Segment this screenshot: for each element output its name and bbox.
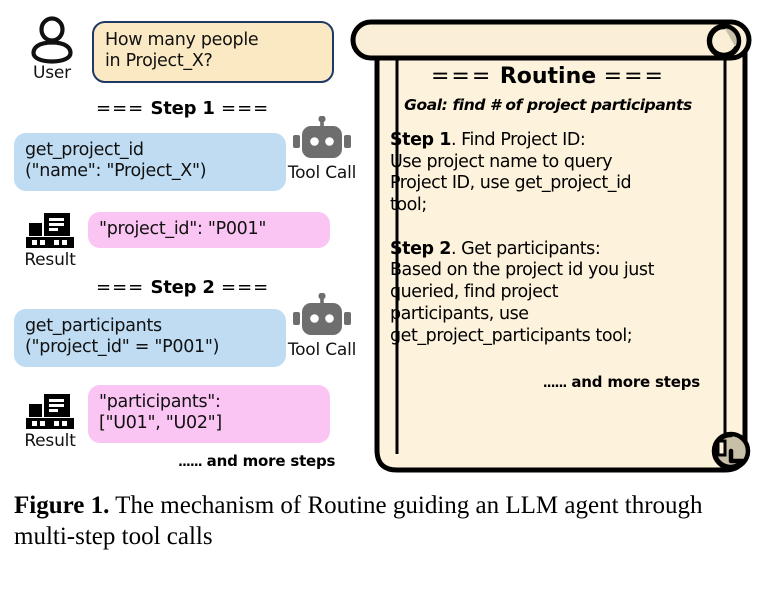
figure-caption-label: Figure 1. — [14, 492, 110, 519]
tool-call-icon-label-step-2: Tool Call — [287, 340, 357, 360]
routine-step-1-lead: Step 1 — [390, 130, 451, 150]
routine-step-2-title: . Get participants: — [450, 238, 601, 259]
conversation-column: User How many people in Project_X? === S… — [0, 0, 356, 480]
routine-title: === Routine === — [390, 64, 706, 89]
user-message-bubble: How many people in Project_X? — [92, 21, 334, 83]
database-icon — [14, 386, 86, 432]
result-icon-block-step-1: Result — [14, 205, 86, 269]
step-2-header-suffix: === — [220, 277, 270, 298]
routine-more-steps-text: and more steps — [566, 373, 700, 392]
scroll-frame-art — [350, 19, 752, 473]
routine-step-1: Step 1. Find Project ID: Use project nam… — [390, 130, 706, 217]
routine-title-suffix: === — [603, 64, 665, 89]
routine-goal: Goal: find # of project participants — [404, 96, 692, 114]
result-icon-block-step-2: Result — [14, 386, 86, 450]
tool-call-icon-label-step-1: Tool Call — [287, 163, 357, 183]
routine-step-1-body: Use project name to query Project ID, us… — [390, 151, 632, 216]
figure-caption-text: The mechanism of Routine guiding an LLM … — [14, 492, 703, 550]
robot-icon — [286, 293, 358, 341]
step-1-header-suffix: === — [220, 98, 270, 119]
robot-icon — [286, 116, 358, 164]
routine-scroll-panel: === Routine === Goal: find # of project … — [347, 14, 763, 476]
routine-title-word: Routine — [499, 64, 597, 89]
routine-content: === Routine === Goal: find # of project … — [390, 58, 706, 458]
result-icon-label-step-2: Result — [24, 431, 76, 451]
tool-call-icon-block-step-1: Tool Call — [286, 116, 358, 183]
step-1-header-label: Step 1 — [150, 98, 215, 119]
routine-step-1-title: . Find Project ID: — [450, 130, 586, 150]
user-icon-label: User — [33, 63, 71, 83]
figure-caption: Figure 1. The mechanism of Routine guidi… — [14, 490, 754, 552]
tool-call-bubble-step-1: get_project_id ("name": "Project_X") — [14, 133, 286, 191]
routine-step-2-body: Based on the project id you just queried… — [390, 260, 655, 346]
routine-more-steps: ...... and more steps — [390, 373, 706, 391]
more-steps-text: and more steps — [201, 452, 336, 470]
step-1-header-prefix: === — [96, 98, 145, 119]
user-icon-block: User — [16, 16, 88, 83]
routine-more-steps-dots: ...... — [542, 376, 568, 392]
tool-call-bubble-step-2: get_participants ("project_id" = "P001") — [14, 309, 286, 367]
routine-step-2-lead: Step 2 — [390, 238, 451, 259]
tool-call-icon-block-step-2: Tool Call — [286, 293, 358, 360]
more-steps-dots: ...... — [178, 455, 203, 470]
step-1-header: === Step 1 === — [96, 98, 269, 119]
user-outline-icon — [16, 16, 88, 64]
result-bubble-step-2: "participants": ["U01", "U02"] — [88, 385, 330, 443]
step-2-header: === Step 2 === — [96, 277, 269, 298]
result-icon-label-step-1: Result — [24, 250, 76, 270]
conversation-more-steps: ...... and more steps — [178, 452, 335, 470]
routine-title-prefix: === — [431, 64, 493, 89]
step-2-header-label: Step 2 — [150, 277, 215, 298]
routine-step-2: Step 2. Get participants: Based on the p… — [390, 239, 706, 347]
database-icon — [14, 205, 86, 251]
result-bubble-step-1: "project_id": "P001" — [88, 212, 330, 249]
step-2-header-prefix: === — [96, 277, 145, 298]
